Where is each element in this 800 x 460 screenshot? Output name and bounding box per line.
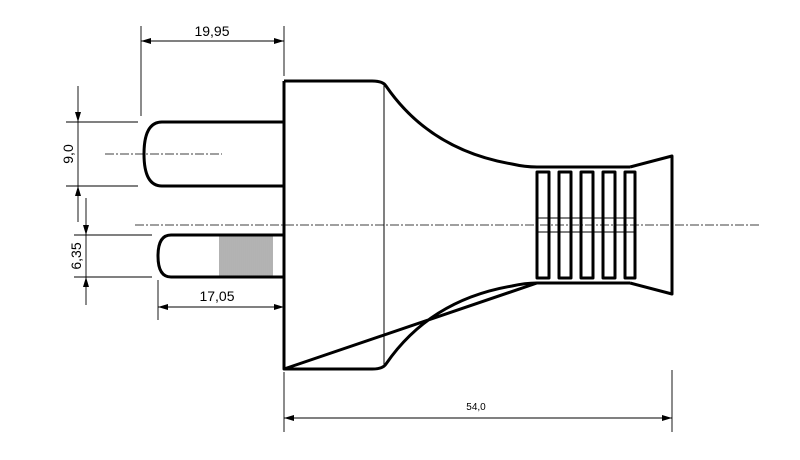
cable-sleeve xyxy=(535,154,674,296)
dimension-overall-length-label: 54,0 xyxy=(466,402,486,413)
dimension-pin-diameter-label: 9,0 xyxy=(60,144,76,164)
sleeve-ribs xyxy=(535,170,637,280)
earth-pin xyxy=(156,233,284,279)
dimension-pin-diameter: 9,0 xyxy=(60,86,138,222)
dimension-overall-length: 54,0 xyxy=(283,370,673,432)
dimension-pin-length-label: 19,95 xyxy=(194,23,229,39)
dimension-pin-length: 19,95 xyxy=(140,23,285,116)
earth-pin-knurl xyxy=(219,236,273,276)
dimension-earth-pin-diameter-label: 6,35 xyxy=(68,242,84,269)
dimension-earth-pin-diameter: 6,35 xyxy=(68,198,152,305)
plug-body xyxy=(282,79,539,371)
dimension-earth-pin-length: 17,05 xyxy=(157,280,284,320)
dimension-earth-pin-length-label: 17,05 xyxy=(199,288,234,304)
line-pin xyxy=(142,120,284,188)
